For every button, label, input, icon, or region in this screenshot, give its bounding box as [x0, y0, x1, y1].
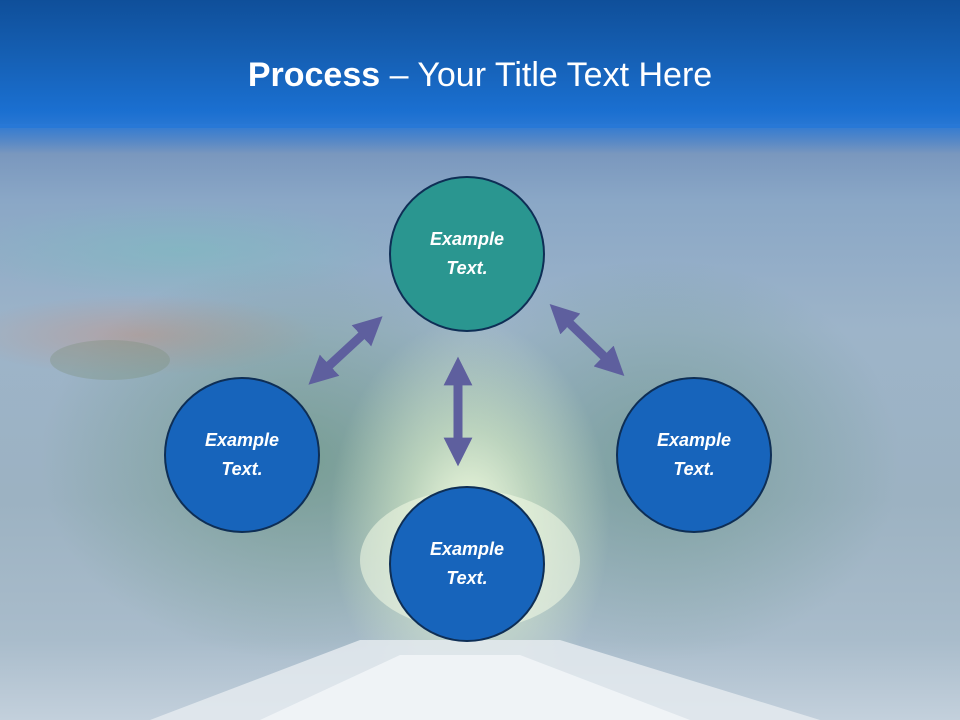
- node-bottom-label: Example Text.: [407, 535, 527, 593]
- title-bar: [0, 0, 960, 128]
- node-bottom-line2: Text.: [446, 568, 488, 588]
- node-right-line2: Text.: [673, 459, 715, 479]
- title-bold: Process: [247, 56, 381, 94]
- title-bar-fade: [0, 124, 960, 154]
- node-bottom: Example Text.: [389, 486, 545, 642]
- arrow-top-right: [549, 304, 625, 376]
- node-right: Example Text.: [616, 377, 772, 533]
- arrow-top-left: [308, 316, 383, 385]
- node-bottom-line1: Example: [429, 539, 505, 559]
- node-left-line2: Text.: [221, 459, 263, 479]
- node-right-line1: Example: [656, 430, 732, 450]
- node-left-label: Example Text.: [182, 426, 302, 484]
- node-top-line2: Text.: [446, 258, 488, 278]
- node-top: Example Text.: [389, 176, 545, 332]
- slide-title: Process – Your Title Text Here: [0, 52, 960, 98]
- node-left: Example Text.: [164, 377, 320, 533]
- node-right-label: Example Text.: [634, 426, 754, 484]
- node-top-label: Example Text.: [407, 225, 527, 283]
- node-top-line1: Example: [429, 229, 505, 249]
- title-rest: – Your Title Text Here: [380, 56, 713, 94]
- node-left-line1: Example: [204, 430, 280, 450]
